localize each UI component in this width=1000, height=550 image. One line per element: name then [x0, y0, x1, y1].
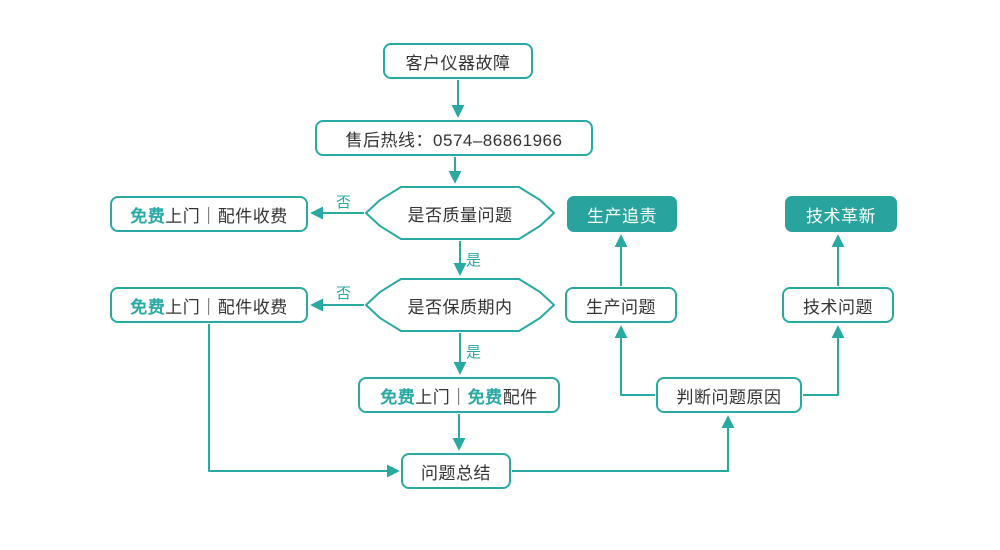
node-decision-warranty-label: 是否保质期内 — [407, 297, 513, 317]
edge-label-no: 否 — [336, 285, 353, 302]
edge-label-yes: 是 — [466, 344, 483, 361]
node-technical-innovation: 技术革新 — [785, 196, 897, 232]
node-technical-innovation-label: 技术革新 — [806, 206, 876, 226]
connector-judge-to-technical — [803, 325, 845, 396]
connector-summary-to-judge — [512, 415, 735, 472]
free-accent-label: 免费 — [467, 387, 503, 407]
paid-parts-label: 上门｜配件收费 — [165, 206, 288, 226]
node-hotline: 售后热线：0574–86861966 — [315, 120, 593, 156]
node-summary: 问题总结 — [401, 453, 511, 489]
free-accent-label: 免费 — [130, 206, 166, 226]
node-technical-issue-label: 技术问题 — [803, 297, 873, 317]
node-judge-cause-label: 判断问题原因 — [676, 387, 782, 407]
node-free-visit-paid-parts-top: 免费 上门｜配件收费 — [110, 196, 308, 232]
node-hotline-label: 售后热线：0574–86861966 — [345, 130, 563, 150]
free-accent-label: 免费 — [130, 297, 166, 317]
decision-octagon-shape — [365, 278, 555, 332]
paid-parts-label: 上门｜配件收费 — [165, 297, 288, 317]
node-production-issue-label: 生产问题 — [586, 297, 656, 317]
connector-judge-to-production — [614, 325, 655, 396]
node-production-accountability-label: 生产追责 — [587, 206, 657, 226]
decision-octagon-shape — [365, 186, 555, 240]
node-start-label: 客户仪器故障 — [405, 53, 511, 73]
node-free-visit-free-parts: 免费 上门｜ 免费 配件 — [358, 377, 560, 413]
free-accent-label: 免费 — [380, 387, 416, 407]
node-technical-issue: 技术问题 — [782, 287, 894, 323]
edge-label-yes: 是 — [466, 252, 483, 269]
node-start: 客户仪器故障 — [383, 43, 533, 79]
decision-octagon-outline — [365, 278, 555, 332]
node-judge-cause: 判断问题原因 — [656, 377, 802, 413]
node-summary-label: 问题总结 — [421, 463, 491, 483]
node-decision-quality-label: 是否质量问题 — [407, 205, 513, 225]
node-free-visit-paid-parts-bottom: 免费 上门｜配件收费 — [110, 287, 308, 323]
visit-separator-label: 上门｜ — [415, 387, 468, 407]
parts-label: 配件 — [502, 387, 538, 407]
node-decision-quality: 是否质量问题 — [365, 186, 555, 240]
decision-octagon-outline — [365, 186, 555, 240]
node-production-accountability: 生产追责 — [567, 196, 677, 232]
node-decision-warranty: 是否保质期内 — [365, 278, 555, 332]
edge-label-no: 否 — [336, 194, 353, 211]
node-production-issue: 生产问题 — [565, 287, 677, 323]
